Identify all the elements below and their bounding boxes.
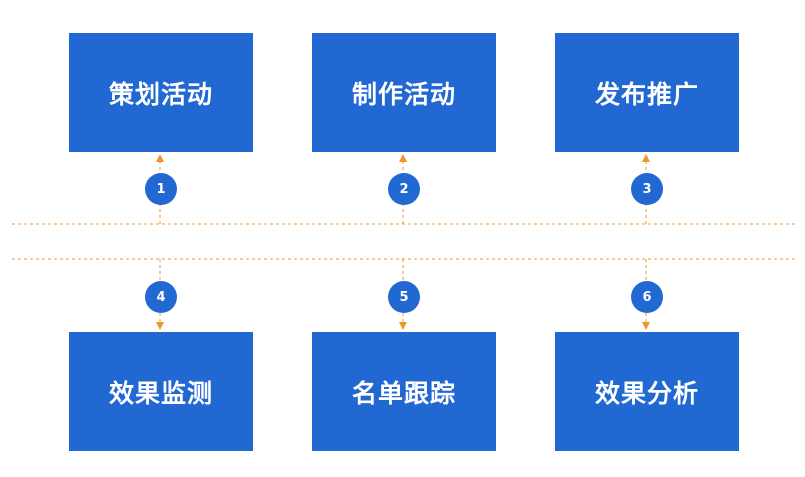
step-number-badge-6: 6	[631, 281, 663, 313]
step-number: 4	[156, 289, 166, 305]
step-box-label: 效果监测	[108, 378, 213, 408]
step-box-label: 发布推广	[594, 79, 699, 109]
step-number-badge-5: 5	[388, 281, 420, 313]
step-box-list-tracking: 名单跟踪	[312, 332, 496, 451]
step-number: 3	[642, 181, 652, 197]
step-box-label: 效果分析	[594, 378, 699, 408]
step-number: 5	[399, 289, 409, 305]
step-box-label: 名单跟踪	[351, 378, 456, 408]
step-number: 6	[642, 289, 652, 305]
step-box-effect-analysis: 效果分析	[555, 332, 739, 451]
step-number-badge-3: 3	[631, 173, 663, 205]
step-number-badge-4: 4	[145, 281, 177, 313]
step-box-make-activity: 制作活动	[312, 33, 496, 152]
step-box-label: 策划活动	[108, 79, 213, 109]
step-number-badge-1: 1	[145, 173, 177, 205]
step-number: 2	[399, 181, 409, 197]
step-number: 1	[156, 181, 166, 197]
step-box-effect-monitoring: 效果监测	[69, 332, 253, 451]
step-number-badge-2: 2	[388, 173, 420, 205]
step-box-plan-activity: 策划活动	[69, 33, 253, 152]
step-box-publish-promote: 发布推广	[555, 33, 739, 152]
step-box-label: 制作活动	[351, 79, 456, 109]
